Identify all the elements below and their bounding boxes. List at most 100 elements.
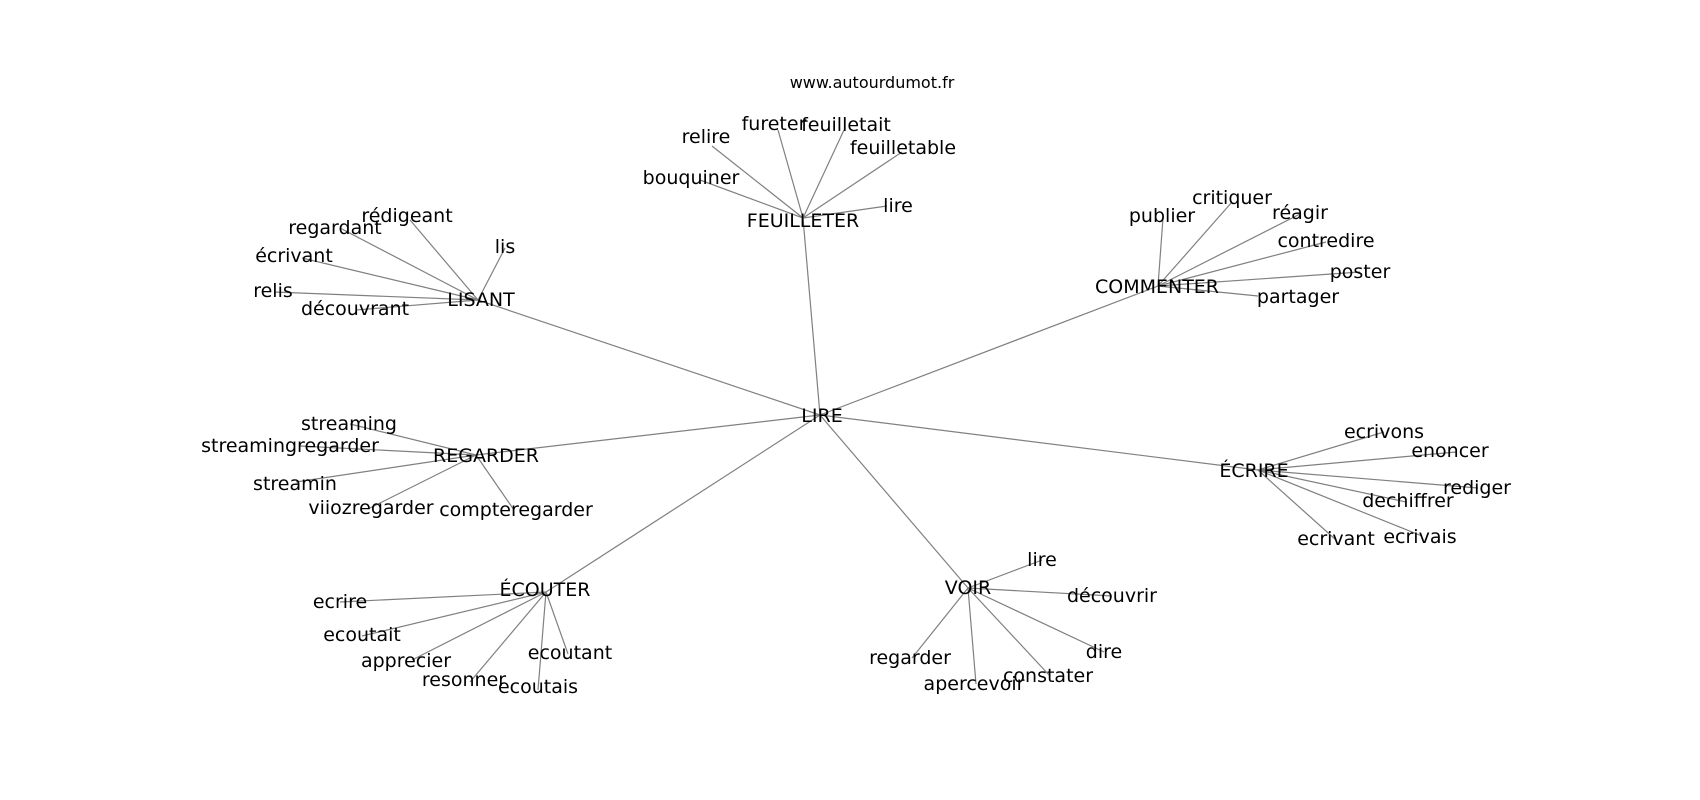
leaf-node[interactable]: enoncer xyxy=(1411,440,1489,462)
leaf-node[interactable]: viiozregarder xyxy=(308,497,433,519)
leaf-node[interactable]: poster xyxy=(1330,261,1391,283)
leaf-node[interactable]: feuilletait xyxy=(801,114,891,136)
edge-ecouter-leaf xyxy=(537,591,547,691)
edge-regarder-leaf xyxy=(369,454,477,509)
edge-feuilleter-leaf xyxy=(802,151,903,219)
edge-center-voir xyxy=(819,414,969,589)
leaf-node[interactable]: apercevoir xyxy=(924,673,1025,695)
edge-voir-leaf xyxy=(967,587,1113,597)
leaf-node[interactable]: ecoutait xyxy=(323,624,401,646)
hub-node-ecrire[interactable]: ÉCRIRE xyxy=(1219,459,1288,482)
edge-ecrire-leaf xyxy=(1257,469,1407,503)
leaf-node[interactable]: découvrir xyxy=(1067,585,1157,607)
edge-commenter-leaf xyxy=(1157,285,1259,297)
leaf-node[interactable]: partager xyxy=(1257,286,1339,308)
leaf-node[interactable]: dire xyxy=(1086,641,1122,663)
hub-node-commenter[interactable]: COMMENTER xyxy=(1095,276,1219,298)
edge-center-feuilleter xyxy=(802,217,821,416)
edge-lisant-leaf xyxy=(339,227,479,301)
edge-ecouter-leaf xyxy=(545,591,569,655)
leaf-node[interactable]: regarder xyxy=(869,647,951,669)
leaf-node[interactable]: resonner xyxy=(422,669,506,691)
site-watermark: www.autourdumot.fr xyxy=(790,73,955,92)
edge-center-ecouter xyxy=(545,414,821,593)
hub-node-feuilleter[interactable]: FEUILLETER xyxy=(747,210,859,232)
edge-center-commenter xyxy=(819,285,1159,416)
leaf-node[interactable]: ecrivons xyxy=(1344,421,1424,443)
leaf-node[interactable]: contredire xyxy=(1277,230,1374,252)
leaf-node[interactable]: rédigeant xyxy=(361,205,452,227)
edge-feuilleter-leaf xyxy=(777,129,804,219)
leaf-node[interactable]: compteregarder xyxy=(439,499,593,521)
leaf-node[interactable]: streaming xyxy=(301,413,397,435)
edge-center-lisant xyxy=(477,299,821,416)
edge-regarder-leaf xyxy=(475,454,515,511)
leaf-node[interactable]: relis xyxy=(253,280,293,302)
edge-feuilleter-leaf xyxy=(802,129,845,219)
edge-lisant-leaf xyxy=(273,291,479,301)
edge-feuilleter-leaf xyxy=(802,205,888,219)
leaf-node[interactable]: rediger xyxy=(1443,477,1511,499)
leaf-node[interactable]: lis xyxy=(495,236,515,258)
leaf-node[interactable]: publier xyxy=(1129,205,1195,227)
edge-regarder-leaf xyxy=(295,454,477,483)
edge-ecrire-leaf xyxy=(1257,469,1423,537)
edge-center-ecrire xyxy=(819,414,1259,471)
graph-labels: www.autourdumot.fr LIREFEUILLETERreliref… xyxy=(201,73,1511,698)
edge-commenter-leaf xyxy=(1157,217,1164,287)
leaf-node[interactable]: ecrire xyxy=(313,591,367,613)
edge-ecrire-leaf xyxy=(1257,431,1385,471)
leaf-node[interactable]: découvrant xyxy=(301,298,409,320)
edge-voir-leaf xyxy=(967,559,1043,589)
edge-regarder-leaf xyxy=(299,445,477,456)
edge-ecrire-leaf xyxy=(1257,469,1337,541)
graph-edges xyxy=(273,129,1479,691)
edge-lisant-leaf xyxy=(301,257,479,301)
edge-voir-leaf xyxy=(967,587,977,685)
leaf-node[interactable]: ecrivais xyxy=(1383,526,1456,548)
edge-ecouter-leaf xyxy=(361,591,547,637)
hub-node-voir[interactable]: VOIR xyxy=(945,577,991,599)
edge-center-regarder xyxy=(475,414,821,456)
leaf-node[interactable]: regardant xyxy=(288,217,381,239)
leaf-node[interactable]: streamin xyxy=(253,473,337,495)
leaf-node[interactable]: streamingregarder xyxy=(201,435,379,457)
leaf-node[interactable]: réagir xyxy=(1272,202,1328,224)
leaf-node[interactable]: lire xyxy=(1027,549,1057,571)
leaf-node[interactable]: fureter xyxy=(742,113,807,135)
edge-feuilleter-leaf xyxy=(699,179,804,219)
leaf-node[interactable]: ecoutant xyxy=(528,642,612,664)
leaf-node[interactable]: critiquer xyxy=(1192,187,1272,209)
edge-lisant-leaf xyxy=(409,219,479,301)
leaf-node[interactable]: lire xyxy=(883,195,913,217)
edge-voir-leaf xyxy=(967,587,1051,677)
edge-commenter-leaf xyxy=(1157,241,1327,287)
center-node-lire[interactable]: LIRE xyxy=(801,405,842,427)
hub-node-lisant[interactable]: LISANT xyxy=(447,289,515,311)
edge-voir-leaf xyxy=(911,587,969,659)
leaf-node[interactable]: relire xyxy=(682,126,731,148)
edge-ecouter-leaf xyxy=(469,591,547,683)
leaf-node[interactable]: feuilletable xyxy=(850,137,956,159)
leaf-node[interactable]: constater xyxy=(1003,665,1093,687)
leaf-node[interactable]: écrivant xyxy=(255,245,333,267)
edge-ecrire-leaf xyxy=(1257,451,1457,471)
edge-voir-leaf xyxy=(967,587,1105,653)
edge-ecouter-leaf xyxy=(339,591,547,603)
leaf-node[interactable]: apprecier xyxy=(361,650,451,672)
hub-node-ecouter[interactable]: ÉCOUTER xyxy=(500,578,591,601)
edge-ecouter-leaf xyxy=(411,591,547,661)
edge-commenter-leaf xyxy=(1157,271,1361,287)
edge-lisant-leaf xyxy=(477,247,506,301)
hub-node-regarder[interactable]: REGARDER xyxy=(433,445,539,467)
edge-regarder-leaf xyxy=(349,423,477,456)
leaf-node[interactable]: ecoutais xyxy=(498,676,578,698)
edge-commenter-leaf xyxy=(1157,213,1301,287)
leaf-node[interactable]: bouquiner xyxy=(643,167,740,189)
edge-commenter-leaf xyxy=(1157,201,1233,287)
edge-ecrire-leaf xyxy=(1257,469,1479,489)
edge-feuilleter-leaf xyxy=(711,145,804,219)
leaf-node[interactable]: ecrivant xyxy=(1297,528,1375,550)
leaf-node[interactable]: dechiffrer xyxy=(1362,490,1454,512)
